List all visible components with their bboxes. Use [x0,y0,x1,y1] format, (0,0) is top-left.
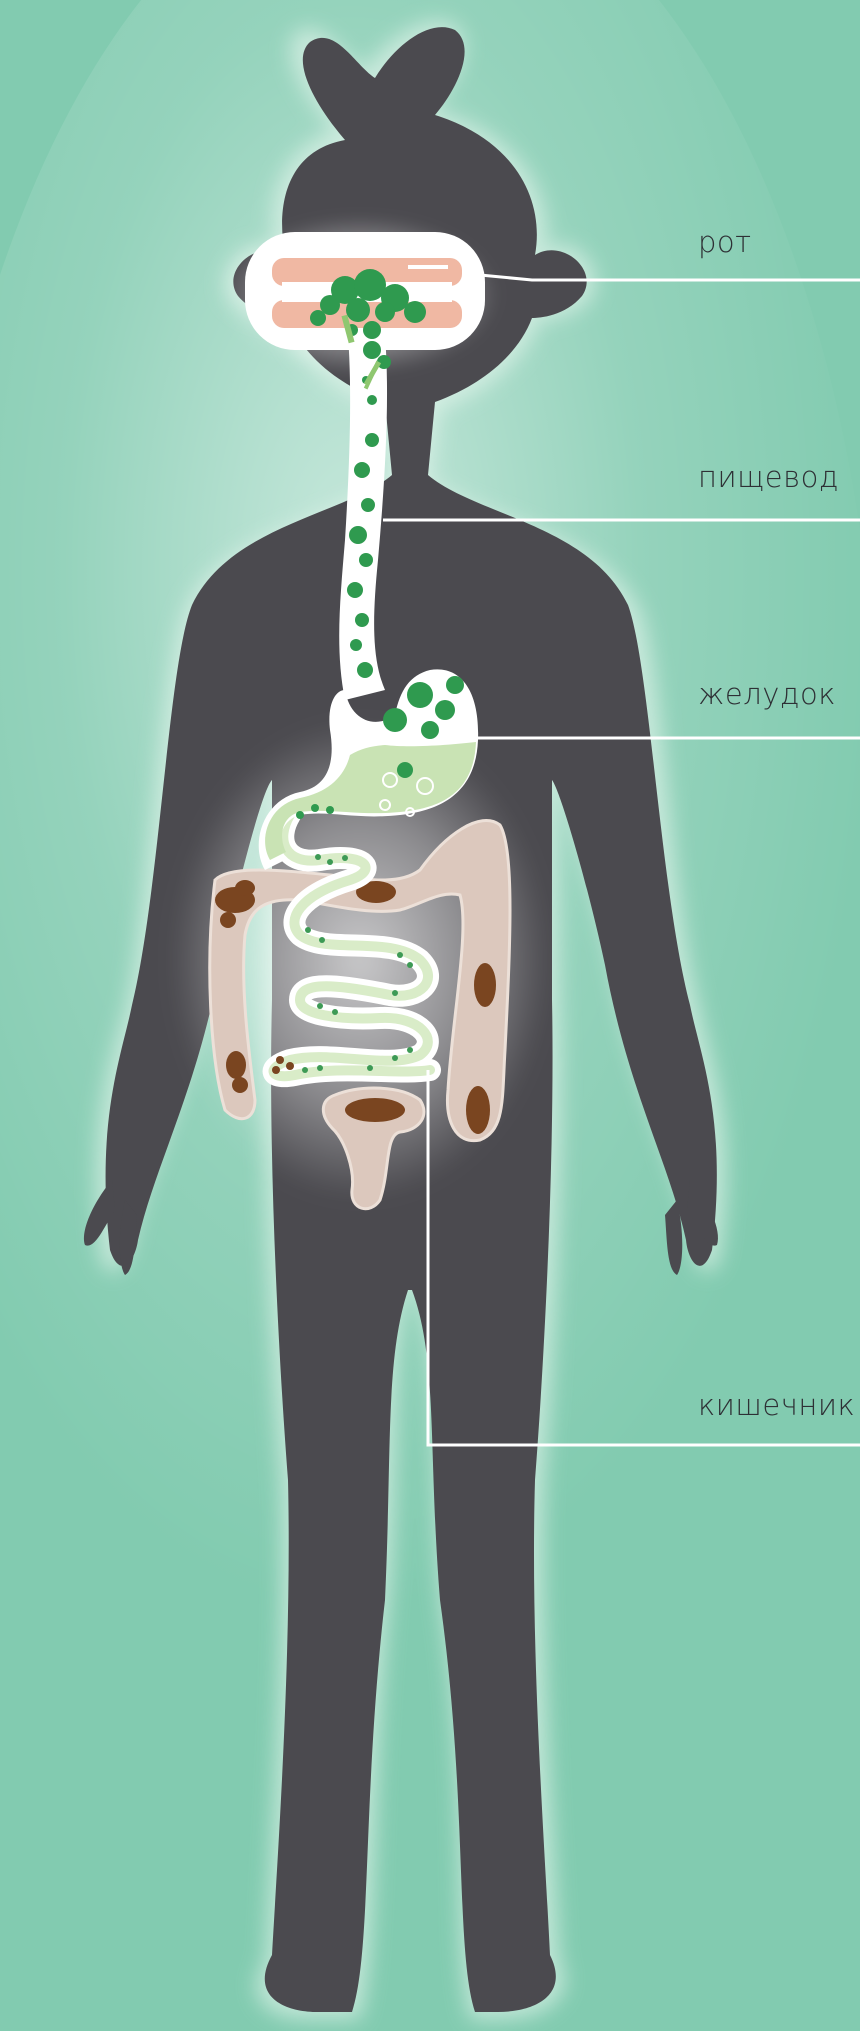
label-esophagus: пищевод [698,460,839,494]
label-mouth: рот [698,225,752,259]
label-stomach: желудок [698,677,836,711]
label-intestine: кишечник [698,1388,855,1422]
